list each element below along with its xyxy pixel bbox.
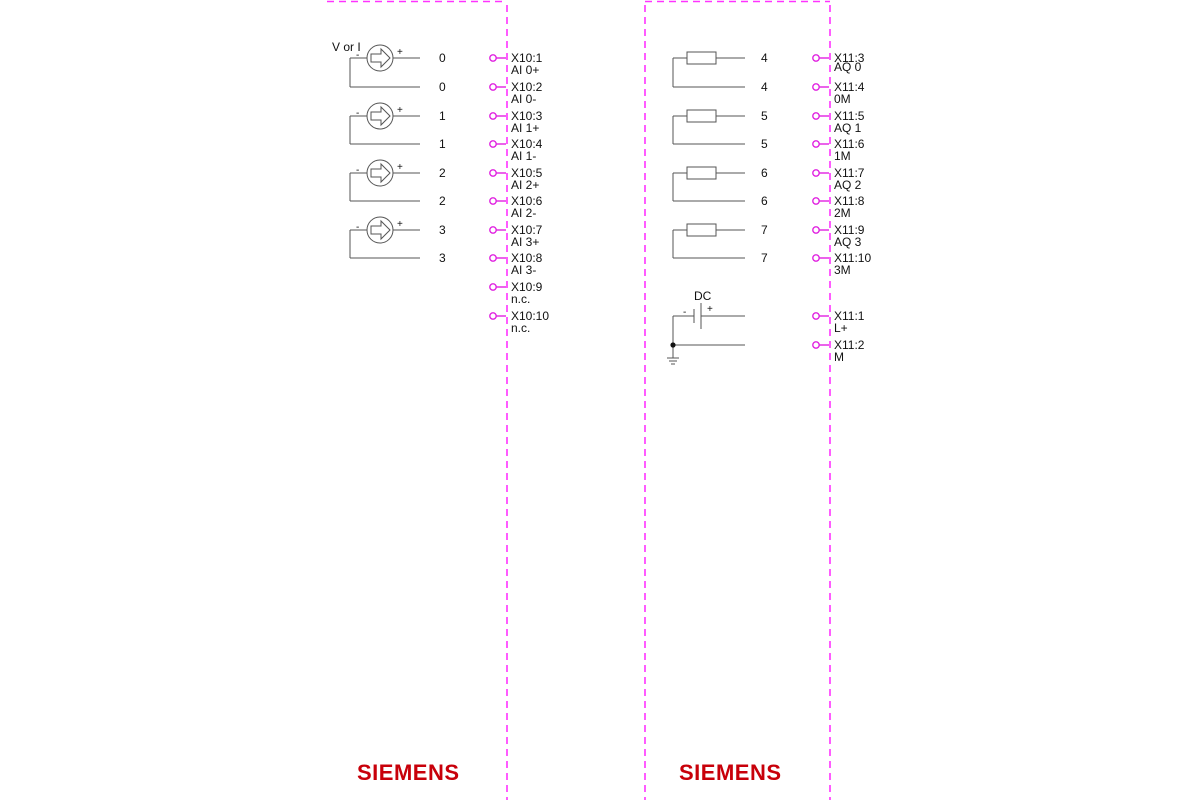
plus-sign: + (707, 304, 713, 315)
terminal-signal: n.c. (511, 292, 531, 306)
wire-number: 0 (439, 51, 446, 65)
terminal-pin: X10:10 (511, 309, 550, 323)
wire-number: 3 (439, 251, 446, 265)
left-sources (349, 57, 420, 259)
terminal-signal: AI 2+ (511, 178, 540, 192)
right-loads (672, 51, 745, 259)
dc-supply-icon (667, 303, 745, 365)
minus-sign: - (356, 50, 360, 61)
terminal-pin: X11:5 (834, 109, 865, 123)
terminal-pin: X10:7 (511, 223, 543, 237)
terminal-pin: X11:10 (834, 251, 872, 265)
dc-label: DC (694, 289, 712, 303)
terminal-signal: AI 3- (511, 263, 537, 277)
terminal-pin: X11:3 (834, 51, 865, 65)
terminal-signal: AQ 2 (834, 178, 862, 192)
source-type-label: V or I (332, 40, 361, 54)
terminal-signal: AQ 1 (834, 121, 862, 135)
wire-number: 2 (439, 194, 446, 208)
terminal-pin: X10:3 (511, 109, 543, 123)
plus-sign: + (397, 47, 403, 58)
terminal-signal: AQ 3 (834, 235, 862, 249)
wire-number: 7 (761, 223, 768, 237)
right-terminals (812, 54, 830, 349)
terminal-pin: X11:7 (834, 166, 865, 180)
plus-sign: + (397, 105, 403, 116)
siemens-logo: SIEMENS (679, 760, 782, 785)
terminal-pin: X11:4 (834, 80, 865, 94)
terminal-pin: X10:2 (511, 80, 543, 94)
junction-dot-icon (670, 342, 676, 348)
wire-number: 4 (761, 51, 768, 65)
wire-number: 5 (761, 137, 768, 151)
terminal-pin: X10:6 (511, 194, 543, 208)
terminal-signal: AI 3+ (511, 235, 540, 249)
right-module-border (644, 0, 831, 800)
minus-sign: - (356, 108, 360, 119)
terminal-signal: AQ 0 (834, 60, 862, 74)
current-source-icon (366, 44, 394, 72)
terminal-signal: n.c. (511, 321, 531, 335)
terminal-pin: X11:2 (834, 338, 865, 352)
terminal-signal: L+ (834, 321, 848, 335)
current-source-icon (366, 102, 394, 130)
terminal-signal: AI 1- (511, 149, 537, 163)
terminal-pin: X10:4 (511, 137, 543, 151)
terminal-pin: X10:9 (511, 280, 543, 294)
terminal-pin: X10:8 (511, 251, 543, 265)
terminal-pin: X11:8 (834, 194, 865, 208)
minus-sign: - (356, 165, 360, 176)
terminal-pin: X10:1 (511, 51, 543, 65)
terminal-pin: X11:1 (834, 309, 865, 323)
plus-sign: + (397, 162, 403, 173)
wire-number: 0 (439, 80, 446, 94)
wire-number: 1 (439, 109, 446, 123)
terminal-signal: 3M (834, 263, 851, 277)
current-source-icon (366, 216, 394, 244)
current-source-icon (366, 159, 394, 187)
plus-sign: + (397, 219, 403, 230)
terminal-signal: AI 0- (511, 92, 537, 106)
terminal-signal: AI 2- (511, 206, 537, 220)
wire-number: 4 (761, 80, 768, 94)
left-terminals (489, 54, 507, 320)
wire-number: 2 (439, 166, 446, 180)
terminal-pin: X11:6 (834, 137, 865, 151)
terminal-pin: X11:9 (834, 223, 865, 237)
wire-number: 6 (761, 194, 768, 208)
left-module-border (327, 0, 508, 800)
terminal-signal: 1M (834, 149, 851, 163)
wire-number: 5 (761, 109, 768, 123)
wire-number: 1 (439, 137, 446, 151)
wire-number: 6 (761, 166, 768, 180)
wire-number: 7 (761, 251, 768, 265)
terminal-signal: 0M (834, 92, 851, 106)
terminal-signal: 2M (834, 206, 851, 220)
terminal-signal: AI 0+ (511, 63, 540, 77)
wire-number: 3 (439, 223, 446, 237)
terminal-signal: AI 1+ (511, 121, 540, 135)
minus-sign: - (356, 222, 360, 233)
terminal-signal: M (834, 350, 844, 364)
minus-sign: - (683, 307, 687, 318)
siemens-logo: SIEMENS (357, 760, 460, 785)
terminal-pin: X10:5 (511, 166, 543, 180)
